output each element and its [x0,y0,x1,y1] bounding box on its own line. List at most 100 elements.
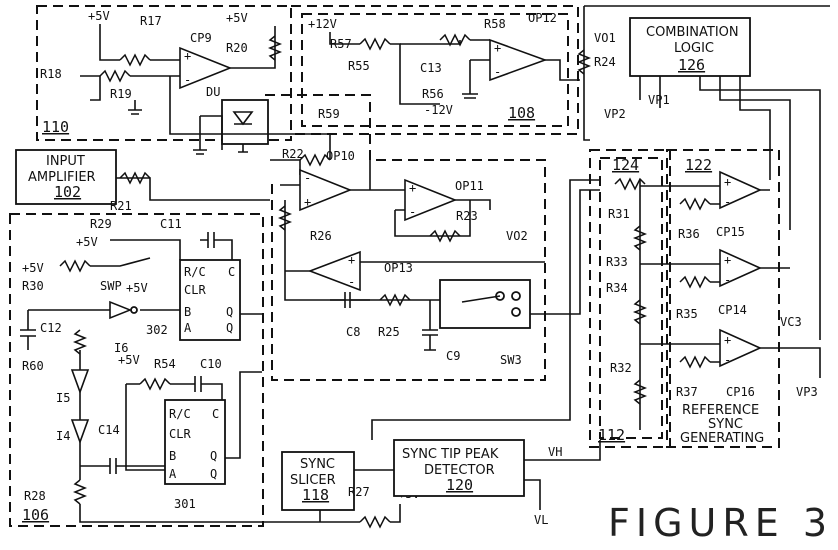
svg-text:B: B [184,305,191,319]
label-cp14: CP14 [718,303,747,317]
label-r58: R58 [484,17,506,31]
region-112-label: 112 [598,426,625,444]
label-c11: C11 [160,217,182,231]
resistor-r28 [75,480,85,504]
label-vc3: VC3 [780,315,802,329]
resistor-r37 [680,357,710,367]
svg-text:-: - [409,205,416,219]
label-i4: I4 [56,429,70,443]
label-r32: R32 [610,361,632,375]
svg-text:Q: Q [226,305,233,319]
label-r19: R19 [110,87,132,101]
capacitor-c12 [20,310,36,350]
supply-label: +5V [126,281,148,295]
svg-text:-: - [348,275,355,289]
svg-text:CLR: CLR [184,283,206,297]
svg-text:+: + [724,253,731,267]
ref-sync-line3: GENERATING [680,431,764,446]
svg-text:CLR: CLR [169,427,191,441]
label-r27: R27 [348,485,370,499]
label-r33: R33 [606,255,628,269]
svg-text:-: - [724,353,731,367]
ground-symbol [128,100,142,114]
resistor-r17 [120,55,150,65]
svg-text:+: + [304,195,311,209]
ref-sync-line2: SYNC [708,417,743,432]
svg-text:B: B [169,449,176,463]
sync-tip-num: 120 [446,476,473,494]
label-r54: R54 [154,357,176,371]
label-302: 302 [146,323,168,337]
label-sw3: SW3 [500,353,522,367]
resistor-r18 [100,71,130,81]
region-106-label: 106 [22,506,49,524]
resistor-r57 [360,39,390,49]
label-c9: C9 [446,349,460,363]
switch-swp [90,258,150,266]
label-vo2: VO2 [506,229,528,243]
label-r31: R31 [608,207,630,221]
label-cp15: CP15 [716,225,745,239]
resistor-r54 [140,379,170,389]
combination-logic-line1: COMBINATION [646,25,739,40]
label-r59: R59 [318,107,340,121]
region-124-outline [600,158,662,438]
supply-label: +5V [76,235,98,249]
resistor-r36 [680,199,710,209]
supply-label: -12V [424,103,453,117]
svg-text:-: - [184,73,191,87]
supply-label: +5V [22,261,44,275]
label-r21: R21 [110,199,132,213]
label-r35: R35 [676,307,698,321]
inverter-i5 [72,370,88,392]
inverter-i6 [110,302,130,318]
label-r28: R28 [24,489,46,503]
input-amplifier-line1: INPUT [46,154,85,169]
region-112-outline [590,150,670,447]
sync-slicer-num: 118 [302,486,329,504]
resistor-r35 [680,277,710,287]
label-cp9: CP9 [190,31,212,45]
ground-symbol [193,116,207,154]
label-c14: C14 [98,423,120,437]
region-sw-outline [265,95,545,380]
label-i5: I5 [56,391,70,405]
label-r56: R56 [422,87,444,101]
label-r55: R55 [348,59,370,73]
label-vl: VL [534,513,548,527]
inverter-i4 [72,420,88,442]
label-op10: OP10 [326,149,355,163]
label-du: DU [206,85,220,99]
svg-text:Q: Q [210,449,217,463]
label-r29: R29 [90,217,112,231]
label-r34: R34 [606,281,628,295]
label-r24: R24 [594,55,616,69]
sync-slicer-line1: SYNC [300,457,335,472]
combination-logic-num: 126 [678,56,705,74]
capacitor-c9 [422,300,438,350]
svg-text:Q: Q [226,321,233,335]
combination-logic-line2: LOGIC [674,41,714,56]
svg-text:-: - [494,65,501,79]
label-op13: OP13 [384,261,413,275]
svg-text:+: + [724,175,731,189]
label-r20: R20 [226,41,248,55]
supply-label: +5V [118,353,140,367]
region-108-label: 108 [508,104,535,122]
region-110-label: 110 [42,118,69,136]
label-op11: OP11 [455,179,484,193]
input-amplifier-num: 102 [54,183,81,201]
capacitor-c8 [330,292,370,308]
label-r37: R37 [676,385,698,399]
switch-sw3 [440,280,530,328]
label-r17: R17 [140,14,162,28]
svg-text:C: C [212,407,219,421]
svg-text:+: + [494,41,501,55]
svg-text:C: C [228,265,235,279]
svg-text:-: - [724,195,731,209]
svg-text:+: + [348,253,355,267]
resistor-r30 [60,261,90,271]
label-vp3: VP3 [796,385,818,399]
sync-tip-line1: SYNC TIP PEAK [402,447,499,462]
region-122-label: 122 [685,156,712,174]
